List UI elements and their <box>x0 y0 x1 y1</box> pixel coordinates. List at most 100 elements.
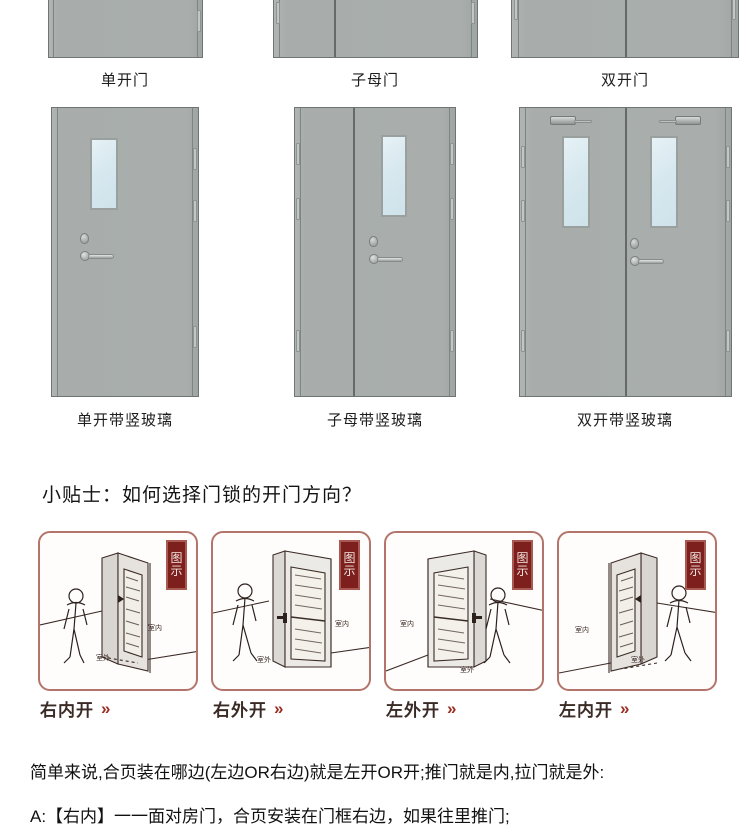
door-handle-lever <box>377 257 403 262</box>
hinge-icon <box>450 330 454 352</box>
badge-char-top: 图 <box>343 551 356 566</box>
hinge-icon <box>520 200 525 222</box>
outside-label: 室外 <box>460 667 474 674</box>
door-edge-right <box>731 0 732 57</box>
direction-panel-right-inward[interactable]: 室内 室外 图 示 右内开 » <box>38 531 203 721</box>
door-row-basic: 单开门 子母门 双开门 <box>0 0 750 90</box>
panel-illustration: 室内 室外 图 示 <box>384 531 544 691</box>
direction-panel-right-outward[interactable]: 室内 室外 图 示 右外开 » <box>211 531 376 721</box>
leaf-split-line <box>625 0 627 57</box>
door-handle-lever <box>637 259 664 264</box>
panel-label: 右外开 » <box>211 696 376 721</box>
hinge-icon <box>450 198 454 220</box>
door-edge-left <box>524 108 526 396</box>
door-handle-lever <box>88 254 114 259</box>
door-cell-single-glass: 单开带竖玻璃 <box>0 107 250 430</box>
panel-illustration: 室内 室外 图 示 <box>557 531 717 691</box>
footer-line-1: 简单来说,合页装在哪边(左边OR右边)就是左开OR开;推门就是内,拉门就是外: <box>30 763 605 782</box>
outside-label: 室外 <box>631 657 645 664</box>
door-closer-arm <box>573 120 592 123</box>
hinge-icon <box>514 0 518 20</box>
inside-label: 室内 <box>575 627 589 634</box>
hinge-icon <box>296 198 300 220</box>
diagram-badge: 图 示 <box>166 540 187 590</box>
door-illustration-single <box>47 0 203 58</box>
leaf-split-line <box>624 108 627 396</box>
leaf-split-line <box>353 108 355 396</box>
door-edge-left <box>518 0 519 57</box>
hinge-icon <box>193 148 197 170</box>
panel-label-text: 右外开 <box>213 701 267 720</box>
door-direction-scene: 室内 室外 <box>559 533 715 689</box>
door-caption-double: 双开门 <box>600 72 649 89</box>
door-edge-left <box>278 0 280 57</box>
outside-label: 室外 <box>257 657 271 664</box>
hinge-icon <box>725 146 730 168</box>
direction-panel-left-outward[interactable]: 室内 室外 图 示 左外开 » <box>384 531 549 721</box>
badge-char-top: 图 <box>170 551 183 566</box>
hinge-icon <box>725 330 730 352</box>
panel-label: 左内开 » <box>557 696 722 721</box>
door-vision-glass <box>90 138 118 210</box>
hinge-icon <box>520 330 525 352</box>
door-direction-scene: 室内 室外 <box>40 533 196 689</box>
door-edge-left <box>57 108 58 396</box>
scene-drawing <box>559 552 715 674</box>
badge-char-bottom: 示 <box>689 564 702 578</box>
chevron-right-icon: » <box>447 698 457 718</box>
tips-heading: 小贴士：如何选择门锁的开门方向？ <box>42 485 363 506</box>
badge-char-bottom: 示 <box>516 564 529 578</box>
panel-illustration: 室内 室外 图 示 <box>38 531 198 691</box>
door-edge-right <box>470 0 472 57</box>
badge-char-bottom: 示 <box>170 564 183 578</box>
hinge-icon <box>450 143 454 165</box>
hinge-icon <box>193 326 197 348</box>
door-cell-double: 双开门 <box>500 0 750 90</box>
panel-illustration: 室内 室外 图 示 <box>211 531 371 691</box>
inside-label: 室内 <box>400 621 414 628</box>
hinge-icon <box>196 10 201 32</box>
door-direction-scene: 室内 室外 <box>213 533 369 689</box>
door-cell-double-glass: 双开带竖玻璃 <box>500 107 750 430</box>
hinge-icon <box>725 200 730 222</box>
door-illustration-double <box>511 0 739 58</box>
door-closer-icon <box>674 116 701 125</box>
panel-label-text: 右内开 <box>40 701 94 720</box>
door-direction-scene: 室内 室外 <box>386 533 542 689</box>
panel-label: 右内开 » <box>38 696 203 721</box>
direction-panel-left-inward[interactable]: 室内 室外 图 示 左内开 » <box>557 531 722 721</box>
chevron-right-icon: » <box>101 698 111 718</box>
hinge-icon <box>193 200 197 222</box>
door-vision-glass <box>561 136 590 228</box>
door-edge-right <box>192 108 193 396</box>
diagram-badge: 图 示 <box>685 540 706 590</box>
scene-drawing <box>213 550 369 668</box>
badge-char-bottom: 示 <box>343 564 356 578</box>
hinge-icon <box>520 146 525 168</box>
panel-label: 左外开 » <box>384 696 549 721</box>
hinge-icon <box>732 0 736 20</box>
diagram-badge: 图 示 <box>339 540 360 590</box>
diagram-badge: 图 示 <box>512 540 533 590</box>
scene-drawing <box>386 550 542 672</box>
lock-cylinder-icon <box>369 236 378 247</box>
door-illustration-single-glass <box>51 107 199 397</box>
door-illustration-mother-son <box>272 0 478 58</box>
panel-label-text: 左内开 <box>559 701 613 720</box>
leaf-split-line <box>333 0 336 57</box>
door-vision-glass <box>381 135 407 217</box>
badge-char-top: 图 <box>516 551 529 566</box>
door-caption-mother-son-glass: 子母带竖玻璃 <box>326 412 423 429</box>
direction-panels: 室内 室外 图 示 右内开 » <box>38 531 722 721</box>
inside-label: 室内 <box>148 625 162 632</box>
door-cell-mother-son: 子母门 <box>250 0 500 90</box>
door-cell-mother-son-glass: 子母带竖玻璃 <box>250 107 500 430</box>
door-edge-right <box>724 108 726 396</box>
hinge-icon <box>296 330 300 352</box>
lock-cylinder-icon <box>80 233 89 244</box>
hinge-icon <box>275 2 280 24</box>
door-caption-double-glass: 双开带竖玻璃 <box>576 412 673 429</box>
door-edge-left <box>300 108 301 396</box>
outside-label: 室外 <box>96 655 110 662</box>
